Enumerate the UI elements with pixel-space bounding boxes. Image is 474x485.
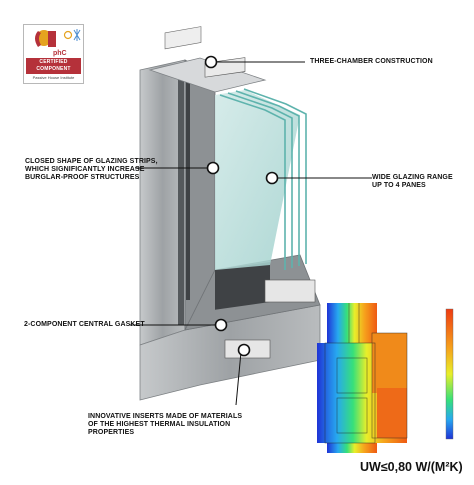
passive-house-logo-icon: phC	[35, 29, 81, 57]
certified-component-badge: phC CERTIFIED COMPONENT Passive House In…	[23, 24, 84, 84]
callout-markers	[204, 55, 279, 357]
label-gasket: 2-COMPONENT CENTRAL GASKET	[24, 321, 145, 328]
callout-lines	[130, 61, 372, 406]
label-glazing-strips: CLOSED SHAPE OF GLAZING STRIPS, WHICH SI…	[25, 158, 158, 181]
badge-band: CERTIFIED COMPONENT	[26, 58, 81, 74]
label-wide-glazing: WIDE GLAZING RANGE UP TO 4 PANES	[372, 174, 453, 189]
thermal-simulation-image	[317, 303, 454, 453]
label-inserts: INNOVATIVE INSERTS MADE OF MATERIALS OF …	[88, 413, 243, 436]
label-three-chamber: THREE-CHAMBER CONSTRUCTION	[310, 58, 433, 65]
svg-text:phC: phC	[53, 50, 67, 57]
uw-value: UW≤0,80 W/(M²K)	[360, 460, 463, 474]
badge-subtitle: Passive House Institute	[32, 75, 75, 80]
badge-line1: CERTIFIED	[39, 59, 68, 65]
badge-line2: COMPONENT	[36, 66, 71, 72]
